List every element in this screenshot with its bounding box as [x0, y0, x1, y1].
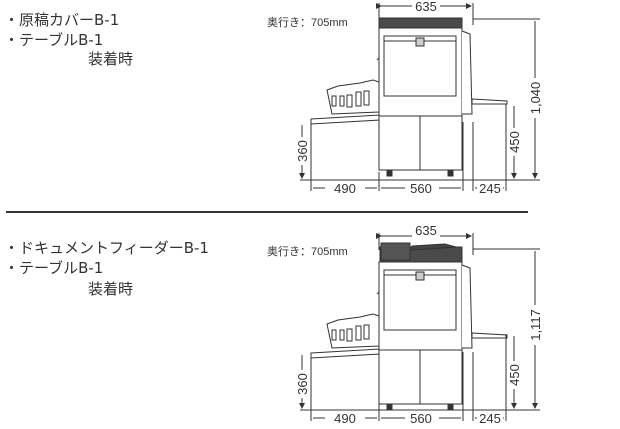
- dim-feed-height-1: 360: [295, 140, 310, 162]
- config-2-attached-label: 装着時: [88, 280, 134, 298]
- dim-feed-extension-2: 490: [334, 411, 356, 426]
- dim-exit-height-2: 450: [507, 364, 522, 386]
- dim-width-2: 635: [415, 223, 437, 238]
- dim-feed-height-2: 360: [295, 373, 310, 395]
- config-2-label-2: ・テーブルB-1: [4, 259, 104, 277]
- section-divider: [6, 211, 528, 213]
- config-2-label-1: ・ドキュメントフィーダーB-1: [4, 239, 209, 257]
- document-feeder-icon: [379, 242, 463, 263]
- dim-width-1: 635: [415, 0, 437, 14]
- dim-base-width-1: 560: [410, 181, 432, 196]
- dim-height-2: 1,117: [528, 309, 543, 341]
- depth-label-2: 奥行き：705mm: [267, 244, 348, 258]
- dim-feed-extension-1: 490: [334, 181, 356, 196]
- original-cover-icon: [378, 17, 463, 29]
- dim-exit-extension-1: 245: [479, 181, 501, 196]
- dim-exit-height-1: 450: [507, 131, 522, 153]
- config-1-attached-label: 装着時: [88, 50, 134, 68]
- config-1-label-2: ・テーブルB-1: [4, 31, 104, 49]
- dim-exit-extension-2: 245: [479, 411, 501, 426]
- dim-base-width-2: 560: [410, 411, 432, 426]
- depth-label-1: 奥行き：705mm: [267, 15, 348, 29]
- machine-drawing-2: [300, 233, 540, 421]
- machine-drawing-1: [300, 3, 540, 191]
- config-1-label-1: ・原稿カバーB-1: [4, 11, 120, 29]
- dim-height-1: 1,040: [528, 82, 543, 115]
